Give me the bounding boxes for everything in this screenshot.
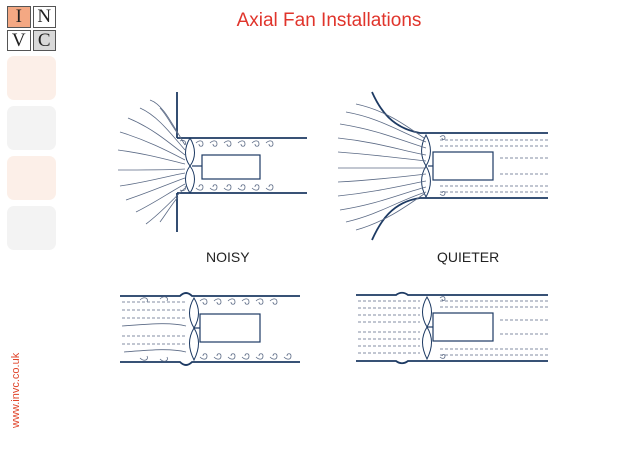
motor <box>432 151 494 181</box>
decorative-panel <box>7 206 56 250</box>
page-title: Axial Fan Installations <box>236 10 422 31</box>
logo-letter-i: I <box>7 6 31 28</box>
downstream-flow-lines <box>439 135 548 196</box>
decorative-panel <box>7 156 56 200</box>
decorative-panel <box>7 106 56 150</box>
duct-bottom <box>356 360 548 365</box>
logo-letter-n: N <box>32 6 56 28</box>
fan-blade <box>422 326 432 361</box>
invc-logo: I N V C <box>7 6 56 51</box>
duct-top <box>356 291 548 296</box>
flow-lines <box>358 296 548 359</box>
diagram-quieter-ducted <box>356 291 548 365</box>
motor <box>201 154 261 180</box>
diagram-quieter-bellmouth-inlet <box>337 91 548 241</box>
label-quieter: QUIETER <box>437 249 500 265</box>
decorative-panel <box>7 56 56 100</box>
inlet-streamlines <box>337 103 427 231</box>
motor <box>199 313 261 343</box>
label-noisy: NOISY <box>206 249 250 265</box>
logo-letter-c: C <box>32 29 56 51</box>
fan-blade <box>185 165 195 194</box>
bellmouth-bottom <box>371 197 548 241</box>
fan-blade <box>185 137 195 167</box>
duct-bottom <box>120 361 300 366</box>
bellmouth-top <box>371 91 548 134</box>
duct-top <box>120 292 300 297</box>
diagram-noisy-abrupt-inlet <box>117 92 307 232</box>
fan-blade <box>421 133 431 167</box>
fan-blade <box>422 296 432 328</box>
inlet-streamlines <box>117 99 186 225</box>
turbulence-eddies <box>199 298 292 360</box>
motor <box>432 312 494 342</box>
turbulence-eddies <box>179 139 274 192</box>
logo-letter-v: V <box>7 29 31 51</box>
diagram-noisy-ducted <box>120 292 300 366</box>
fan-blade <box>189 297 199 329</box>
fan-blade <box>189 327 199 362</box>
inlet-streamlines <box>121 296 187 362</box>
